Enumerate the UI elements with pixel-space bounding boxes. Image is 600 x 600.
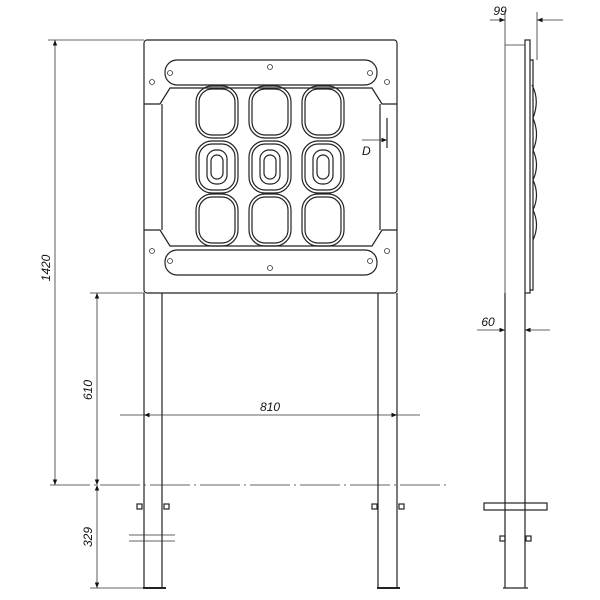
side-view <box>483 39 548 589</box>
tile-o <box>195 140 239 194</box>
tile-o <box>301 140 345 194</box>
side-tiles <box>530 59 538 291</box>
dimension-1420: 1420 <box>39 39 144 485</box>
tile-x <box>195 193 239 247</box>
tile-x <box>195 85 239 139</box>
side-panel <box>524 39 531 294</box>
detail-d-marker: D <box>362 118 388 158</box>
front-view <box>50 39 446 589</box>
tile-x <box>301 193 345 247</box>
bolts <box>149 64 390 271</box>
dimension-60: 60 <box>477 315 550 333</box>
dimension-99: 99 <box>490 4 563 293</box>
dim-1420-label: 1420 <box>39 254 53 281</box>
panel-frame <box>143 39 398 294</box>
dim-610-label: 610 <box>81 380 95 400</box>
bottom-rail <box>164 249 378 276</box>
tile-x <box>301 85 345 139</box>
dim-60-label: 60 <box>481 315 495 329</box>
detail-d-label: D <box>362 144 371 158</box>
right-post <box>371 293 405 589</box>
tile-x <box>248 193 292 247</box>
dimension-329: 329 <box>81 485 144 589</box>
left-post <box>129 293 175 589</box>
tile-x <box>248 85 292 139</box>
base-plate <box>483 502 548 511</box>
dim-810-label: 810 <box>260 400 280 414</box>
dimension-610: 610 <box>81 292 144 485</box>
dim-99-label: 99 <box>493 4 507 18</box>
tile-o <box>248 140 292 194</box>
top-rail <box>164 59 378 86</box>
dimension-810: 810 <box>120 400 420 418</box>
tile-grid <box>195 85 345 247</box>
dim-329-label: 329 <box>81 527 95 547</box>
